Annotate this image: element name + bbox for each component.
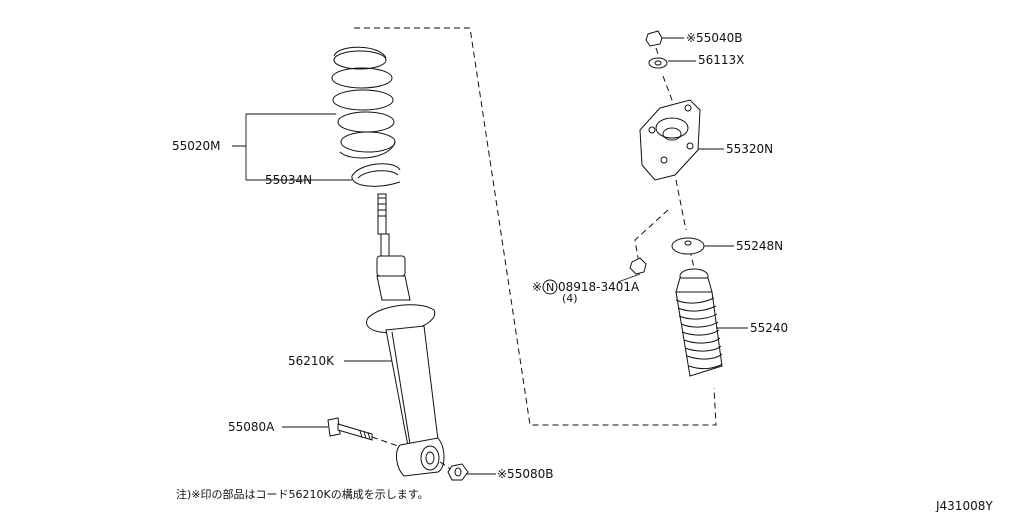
nut-axis-line — [634, 209, 669, 259]
label-mount-nut-qty: (4) — [562, 292, 578, 305]
lower-nut — [439, 461, 469, 481]
coil-spring — [331, 46, 396, 159]
assembly-frame — [354, 27, 717, 426]
label-shock-absorber: 56210K — [288, 354, 335, 368]
label-top-nut: ※55040B — [686, 31, 742, 45]
footnote: 注)※印の部品はコード56210Kの構成を示します。 — [176, 487, 429, 501]
label-bumper: 55240 — [750, 321, 788, 335]
leader-spring-assy — [232, 113, 352, 181]
label-mount-nut: 08918-3401A — [558, 280, 640, 294]
bolt — [327, 417, 399, 447]
circle-n-icon — [542, 279, 558, 295]
label-spring-assy: 55020M — [172, 139, 221, 153]
label-bolt: 55080A — [228, 420, 275, 434]
label-bumper-seat: 55248N — [736, 239, 783, 253]
bound-bumper — [675, 268, 723, 377]
label-mount-nut-mark: ※ — [532, 280, 542, 294]
diagram-code: J431008Y — [935, 499, 993, 512]
label-mount-nut-circle: N — [546, 281, 554, 294]
strut-mount — [639, 99, 701, 181]
label-mount: 55320N — [726, 142, 773, 156]
label-lower-nut: ※55080B — [497, 467, 553, 481]
label-washer: 56113X — [698, 53, 744, 67]
label-spring-seat: 55034N — [265, 173, 312, 187]
leader-mount-nut — [617, 273, 641, 283]
spring-seat-ring — [351, 163, 401, 187]
top-washer — [648, 57, 668, 69]
bound-bumper-seat — [671, 237, 705, 255]
top-nut — [645, 30, 663, 47]
shock-absorber — [366, 193, 445, 477]
mount-nut — [629, 257, 647, 275]
